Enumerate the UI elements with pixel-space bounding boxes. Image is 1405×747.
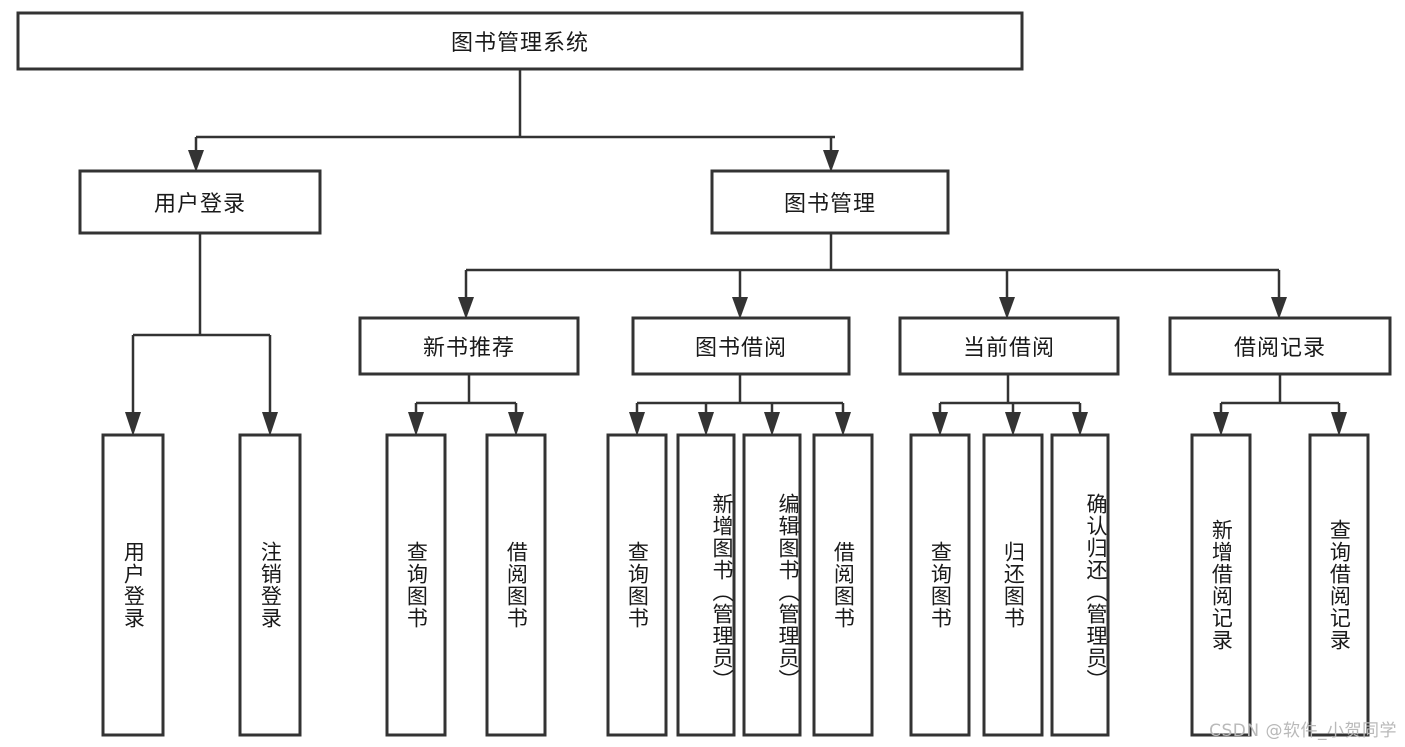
arrow-userlogin-to-leaf1 bbox=[125, 412, 141, 436]
connector-group-new-book-rec bbox=[408, 374, 524, 436]
node-box-root[interactable] bbox=[16, 11, 1024, 71]
arrow-currentborrow-to-leaf3 bbox=[1072, 412, 1088, 436]
node-box-leaf-query-book-2[interactable] bbox=[606, 433, 668, 737]
node-box-current-borrow[interactable] bbox=[898, 316, 1120, 376]
node-box-user-login[interactable] bbox=[78, 169, 322, 235]
connector-group-current-borrow bbox=[932, 374, 1088, 436]
node-box-leaf-logout[interactable] bbox=[238, 433, 302, 737]
arrow-borrowrecord-to-leaf2 bbox=[1331, 412, 1347, 436]
arrow-bookmanage-to-bookborrow bbox=[732, 297, 748, 319]
node-box-book-borrow[interactable] bbox=[631, 316, 851, 376]
arrow-root-to-book-manage bbox=[823, 150, 839, 172]
node-box-new-book-rec[interactable] bbox=[358, 316, 580, 376]
connector-group-book-manage bbox=[458, 233, 1287, 319]
node-box-borrow-record[interactable] bbox=[1168, 316, 1392, 376]
node-box-leaf-query-book-1[interactable] bbox=[385, 433, 447, 737]
node-box-leaf-borrow-book-2[interactable] bbox=[812, 433, 874, 737]
node-box-leaf-add-book[interactable] bbox=[676, 433, 736, 737]
arrow-root-to-user-login bbox=[188, 150, 204, 172]
node-box-leaf-edit-book[interactable] bbox=[742, 433, 802, 737]
node-box-leaf-query-book-3[interactable] bbox=[909, 433, 971, 737]
arrow-newbook-to-leaf1 bbox=[408, 412, 424, 436]
arrow-currentborrow-to-leaf1 bbox=[932, 412, 948, 436]
node-box-book-manage[interactable] bbox=[710, 169, 950, 235]
arrow-newbook-to-leaf2 bbox=[508, 412, 524, 436]
arrow-bookmanage-to-borrowrecord bbox=[1271, 297, 1287, 319]
node-box-leaf-add-record[interactable] bbox=[1190, 433, 1252, 737]
arrow-bookborrow-to-leaf2 bbox=[698, 412, 714, 436]
connector-group-borrow-record bbox=[1213, 374, 1347, 436]
node-box-leaf-borrow-book-1[interactable] bbox=[485, 433, 547, 737]
csdn-watermark: CSDN @软件_小贺同学 bbox=[1209, 721, 1397, 741]
arrow-borrowrecord-to-leaf1 bbox=[1213, 412, 1229, 436]
connector-group-user-login bbox=[125, 233, 278, 436]
connector-group-root bbox=[188, 69, 839, 172]
arrow-currentborrow-to-leaf2 bbox=[1005, 412, 1021, 436]
arrow-bookborrow-to-leaf3 bbox=[764, 412, 780, 436]
node-box-leaf-query-record[interactable] bbox=[1308, 433, 1370, 737]
node-box-leaf-user-login[interactable] bbox=[101, 433, 165, 737]
arrow-bookborrow-to-leaf4 bbox=[835, 412, 851, 436]
node-box-leaf-confirm-return[interactable] bbox=[1050, 433, 1110, 737]
arrow-bookmanage-to-currentborrow bbox=[999, 297, 1015, 319]
connector-group-book-borrow bbox=[629, 374, 851, 436]
node-box-leaf-return-book[interactable] bbox=[982, 433, 1044, 737]
arrow-bookborrow-to-leaf1 bbox=[629, 412, 645, 436]
arrow-bookmanage-to-newbook bbox=[458, 297, 474, 319]
arrow-userlogin-to-leaf2 bbox=[262, 412, 278, 436]
